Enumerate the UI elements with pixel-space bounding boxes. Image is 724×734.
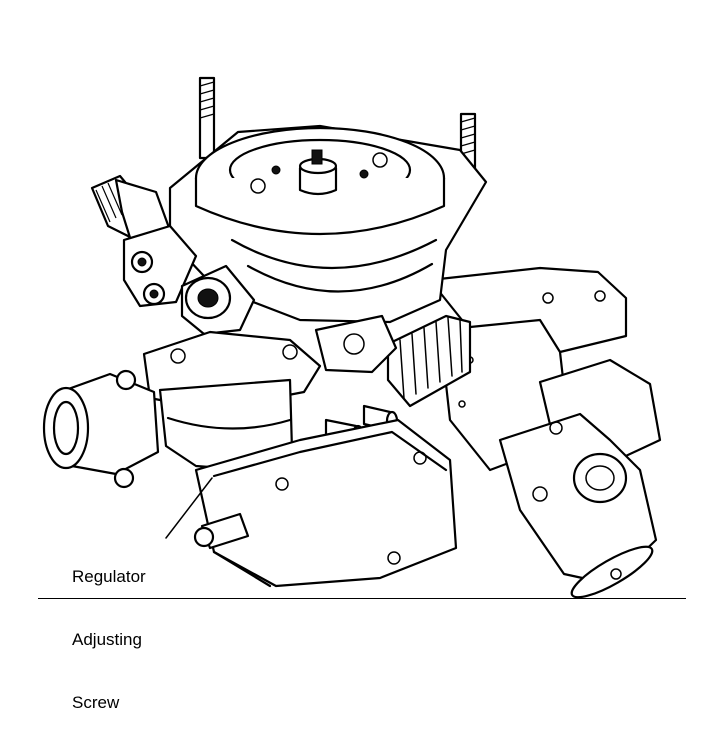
coolant-neck xyxy=(42,369,160,489)
throttle-body-illustration xyxy=(42,76,662,599)
regulator-adjusting-screw-label: Regulator Adjusting Screw xyxy=(72,524,146,734)
pressure-regulator xyxy=(142,314,399,472)
fuel-inlet-fitting xyxy=(90,174,174,246)
callout-line-2: Adjusting xyxy=(72,630,142,649)
idle-air-control-motor xyxy=(428,266,662,599)
throttle-base xyxy=(193,418,458,588)
callout-leader-line xyxy=(165,477,213,539)
bellows-boot xyxy=(386,314,472,408)
throttle-body-housing xyxy=(122,124,488,336)
callout-line-1: Regulator xyxy=(72,567,146,586)
callout-line-3: Screw xyxy=(72,693,120,712)
figure-baseline-rule xyxy=(38,598,686,599)
